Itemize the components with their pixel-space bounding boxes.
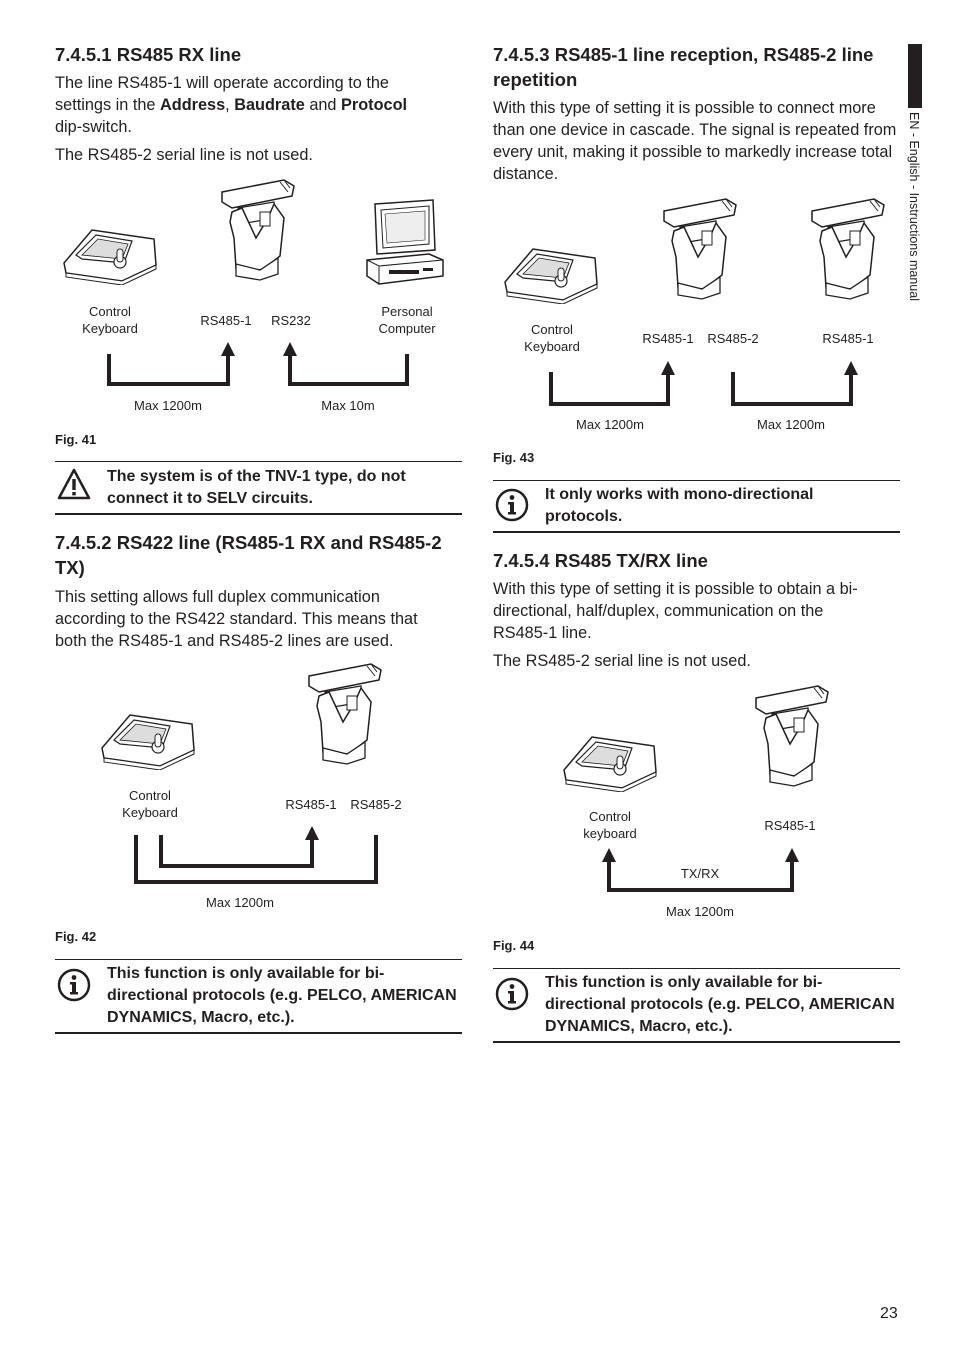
wire xyxy=(107,346,230,386)
ptz-camera-icon xyxy=(221,179,295,281)
warning-text: The system is of the TNV-1 type, do not … xyxy=(107,468,406,507)
ptz-camera-icon xyxy=(308,663,382,765)
figure-caption: Fig. 42 xyxy=(55,929,97,944)
section-heading: 7.4.5.1 RS485 RX line xyxy=(55,44,242,65)
label-personal-computer: Personal Computer xyxy=(378,304,436,336)
arrow-head xyxy=(283,342,297,356)
paragraph: The RS485-2 serial line is not used. xyxy=(55,146,313,164)
label-max-distance: Max 1200m xyxy=(576,417,644,432)
wire xyxy=(134,835,378,884)
paragraph: This setting allows full duplex communic… xyxy=(55,588,418,650)
info-icon xyxy=(57,968,91,1002)
label-max-distance: Max 1200m xyxy=(206,895,274,910)
label-rs232: RS232 xyxy=(271,313,311,328)
figure-caption: Fig. 44 xyxy=(493,938,535,953)
label-rs485-1: RS485-1 xyxy=(642,331,694,346)
warning-icon xyxy=(57,468,91,500)
wire xyxy=(159,830,314,868)
ptz-camera-icon xyxy=(755,685,829,787)
label-rs485-2: RS485-2 xyxy=(350,797,402,812)
wire xyxy=(288,346,409,386)
label-max-distance: Max 1200m xyxy=(666,904,734,919)
arrow-head xyxy=(785,848,799,862)
section-heading: 7.4.5.4 RS485 TX/RX line xyxy=(493,550,708,571)
label-rs485-1: RS485-1 xyxy=(822,331,874,346)
label-tx-rx: TX/RX xyxy=(680,866,720,881)
info-notice: This function is only available for bi-d… xyxy=(493,968,900,1043)
ptz-camera-icon xyxy=(663,198,737,300)
label-rs485-1: RS485-1 xyxy=(764,818,816,833)
label-rs485-1: RS485-1 xyxy=(285,797,337,812)
figure-caption: Fig. 41 xyxy=(55,432,97,447)
ptz-camera-icon xyxy=(811,198,885,300)
arrow-head xyxy=(844,361,858,375)
paragraph: The line RS485-1 will operate according … xyxy=(55,74,408,136)
keyboard-icon xyxy=(101,714,195,770)
section-7-4-5-3: 7.4.5.3 RS485-1 line reception, RS485-2 … xyxy=(493,42,900,185)
info-text: This function is only available for bi-d… xyxy=(545,974,895,1035)
figure-caption: Fig. 43 xyxy=(493,450,535,465)
info-text: It only works with mono-directional prot… xyxy=(545,486,814,525)
arrow-head xyxy=(221,342,235,356)
section-7-4-5-2: 7.4.5.2 RS422 line (RS485-1 RX and RS485… xyxy=(55,530,462,652)
info-text: This function is only available for bi-d… xyxy=(107,965,457,1026)
wire xyxy=(549,365,670,406)
arrow-head xyxy=(602,848,616,862)
arrow-head xyxy=(305,826,319,840)
section-heading: 7.4.5.2 RS422 line (RS485-1 RX and RS485… xyxy=(55,532,442,578)
side-tab-bar xyxy=(908,44,922,108)
label-max-distance: Max 1200m xyxy=(134,398,202,413)
wire xyxy=(607,852,794,892)
section-7-4-5-1: 7.4.5.1 RS485 RX line The line RS485-1 w… xyxy=(55,42,462,166)
info-icon xyxy=(495,488,529,522)
keyboard-icon xyxy=(63,229,157,285)
label-control-keyboard: Control Keyboard xyxy=(524,322,580,354)
label-max-distance: Max 1200m xyxy=(757,417,825,432)
warning-notice: The system is of the TNV-1 type, do not … xyxy=(55,461,462,515)
page-number: 23 xyxy=(880,1305,898,1322)
paragraph: With this type of setting it is possible… xyxy=(493,580,858,642)
label-rs485-1: RS485-1 xyxy=(200,313,252,328)
info-notice: This function is only available for bi-d… xyxy=(55,959,462,1034)
label-control-keyboard: Control Keyboard xyxy=(82,304,138,336)
label-rs485-2: RS485-2 xyxy=(707,331,759,346)
arrow-head xyxy=(661,361,675,375)
wire xyxy=(731,365,853,406)
label-control-keyboard: Control Keyboard xyxy=(122,788,178,820)
keyboard-icon xyxy=(504,248,598,304)
section-heading: 7.4.5.3 RS485-1 line reception, RS485-2 … xyxy=(493,44,874,90)
label-control-keyboard: Control keyboard xyxy=(583,809,637,841)
paragraph: The RS485-2 serial line is not used. xyxy=(493,652,751,670)
info-icon xyxy=(495,977,529,1011)
paragraph: With this type of setting it is possible… xyxy=(493,99,897,183)
keyboard-icon xyxy=(563,736,657,792)
side-tab-label: EN - English - Instructions manual xyxy=(907,112,921,301)
section-7-4-5-4: 7.4.5.4 RS485 TX/RX line With this type … xyxy=(493,548,900,672)
info-notice: It only works with mono-directional prot… xyxy=(493,480,900,533)
personal-computer-icon xyxy=(366,199,444,285)
label-max-distance: Max 10m xyxy=(321,398,375,413)
